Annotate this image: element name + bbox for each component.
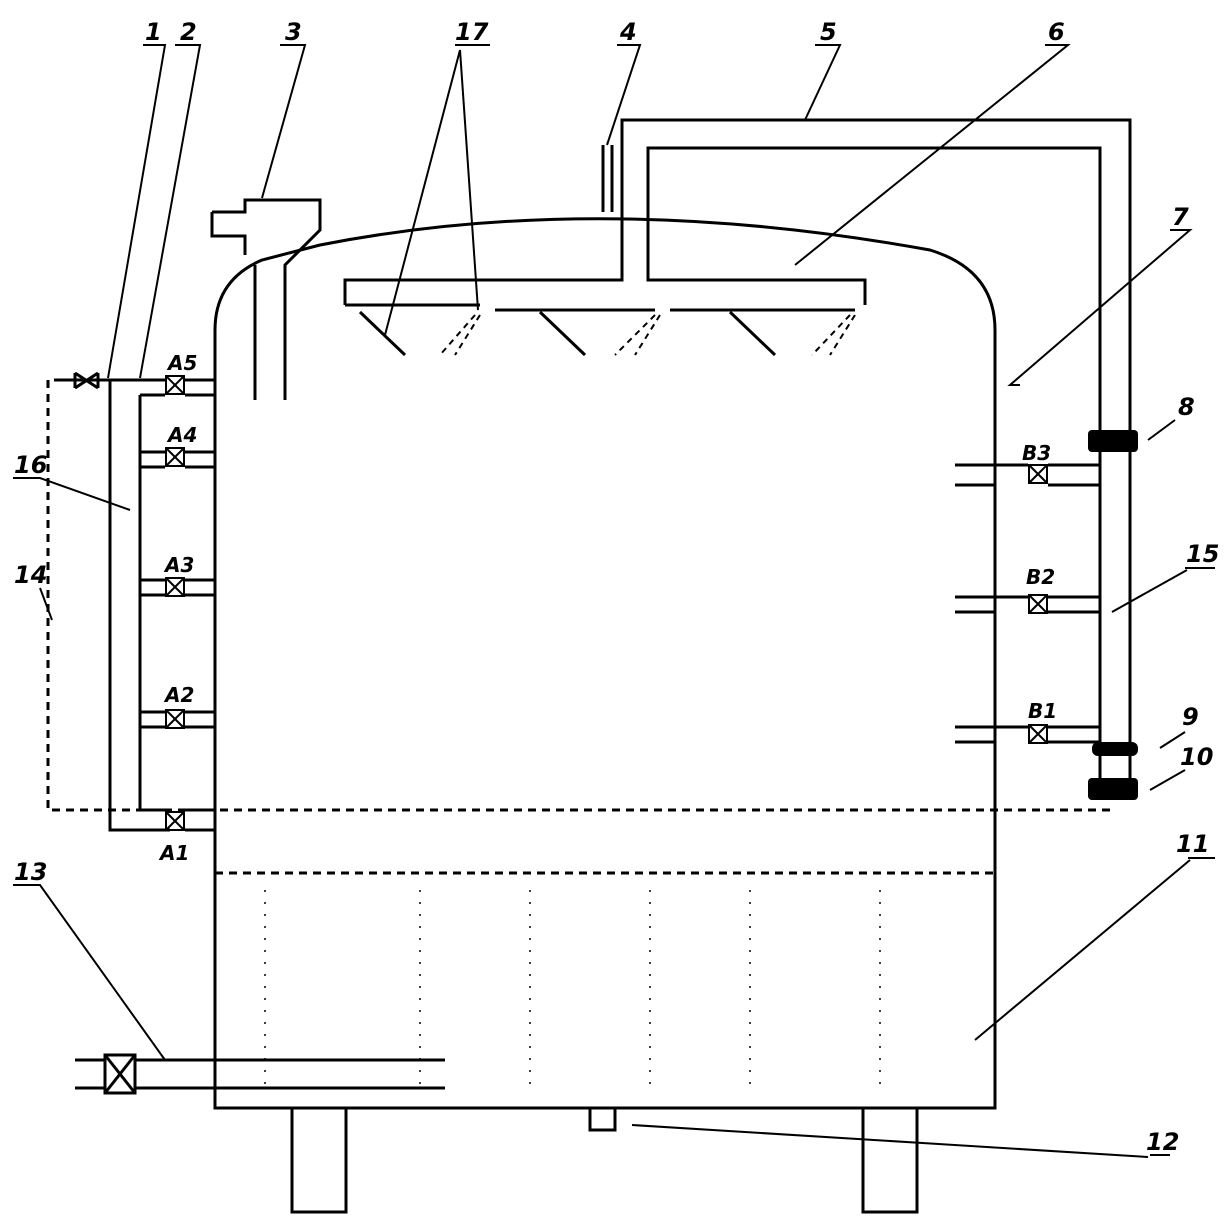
right-manifold xyxy=(955,463,1102,744)
label-b2: B2 xyxy=(1026,565,1055,589)
label-13: 13 xyxy=(14,858,47,886)
label-9: 9 xyxy=(1182,703,1199,731)
bottom-drain xyxy=(588,1108,617,1132)
leader-lines xyxy=(13,44,1215,1158)
label-8: 8 xyxy=(1178,393,1195,421)
label-a3: A3 xyxy=(163,553,194,577)
label-b1: B1 xyxy=(1028,699,1057,723)
spray-header xyxy=(343,212,867,312)
label-16: 16 xyxy=(14,451,47,479)
label-1: 1 xyxy=(145,18,162,46)
label-14: 14 xyxy=(14,561,47,589)
spray-nozzles xyxy=(358,310,856,357)
label-2: 2 xyxy=(180,18,197,46)
pump-8 xyxy=(1088,430,1138,452)
label-17: 17 xyxy=(455,18,489,46)
vent-pipe xyxy=(601,145,614,212)
inlet-pipe xyxy=(210,198,322,400)
level-indicator-line xyxy=(46,378,1110,812)
flange-10 xyxy=(1088,756,1138,800)
valve-a5 xyxy=(165,375,185,395)
valve-a2 xyxy=(165,709,185,729)
label-7: 7 xyxy=(1172,203,1189,231)
left-manifold xyxy=(108,378,215,832)
outlet-pipe xyxy=(75,1053,445,1095)
callout-labels: 1 2 3 17 4 5 6 7 8 15 9 10 11 12 13 16 1… xyxy=(14,18,1219,1156)
valve-labels: A5 A4 A3 A2 A1 B3 B2 B1 xyxy=(158,351,1057,865)
label-15: 15 xyxy=(1186,540,1219,568)
valve-a4 xyxy=(165,447,185,467)
label-a2: A2 xyxy=(163,683,194,707)
valve-b3 xyxy=(1028,464,1048,484)
valve-1 xyxy=(62,371,110,390)
support-legs xyxy=(290,1106,919,1214)
label-5: 5 xyxy=(820,18,837,46)
label-10: 10 xyxy=(1180,743,1213,771)
label-a5: A5 xyxy=(166,351,197,375)
valve-a3 xyxy=(165,577,185,597)
label-11: 11 xyxy=(1176,830,1209,858)
label-4: 4 xyxy=(619,18,637,46)
tank-body xyxy=(213,217,997,1132)
label-3: 3 xyxy=(285,18,302,46)
label-a4: A4 xyxy=(166,423,197,447)
label-b3: B3 xyxy=(1022,441,1051,465)
recirculation-pipe xyxy=(620,118,1132,745)
liquid xyxy=(264,890,881,1085)
flange-9 xyxy=(1092,742,1138,756)
label-12: 12 xyxy=(1146,1128,1179,1156)
valve-b1 xyxy=(1028,724,1048,744)
label-6: 6 xyxy=(1048,18,1065,46)
valve-a1 xyxy=(165,811,185,831)
valve-b2 xyxy=(1028,594,1048,614)
label-a1: A1 xyxy=(158,841,189,865)
